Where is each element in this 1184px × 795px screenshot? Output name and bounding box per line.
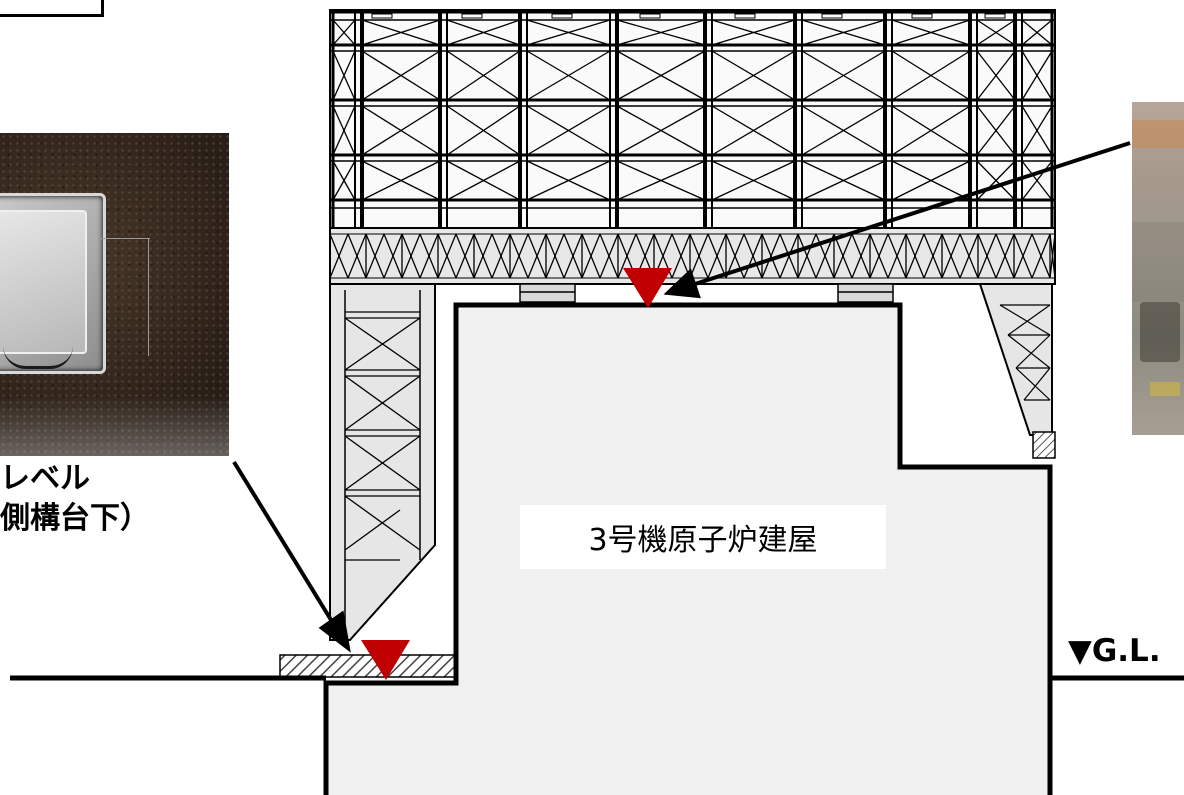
- left-caption-line1: レベル: [0, 461, 90, 496]
- sensor-photo-right: [1132, 102, 1184, 435]
- down-triangle-icon: [623, 268, 672, 308]
- upper-frame: [329, 9, 1056, 229]
- ground-level-label: ▼G.L.: [1068, 633, 1161, 669]
- sensor-photo-left: [0, 133, 229, 456]
- foundation-pad: [279, 654, 456, 678]
- right-caption-fragment: （: [1170, 452, 1184, 496]
- left-caption: レベル 側構台下）: [0, 459, 150, 539]
- building-label: 3号機原子炉建屋: [520, 505, 886, 569]
- right-support: [978, 283, 1056, 459]
- left-support-tower: [329, 283, 436, 641]
- top-left-frame: [0, 0, 104, 17]
- sensor-box: [0, 193, 106, 374]
- down-triangle-icon: [361, 640, 410, 680]
- bearings: [519, 283, 894, 303]
- left-caption-line2: 側構台下）: [0, 501, 150, 536]
- leader-arrows: [232, 141, 1131, 653]
